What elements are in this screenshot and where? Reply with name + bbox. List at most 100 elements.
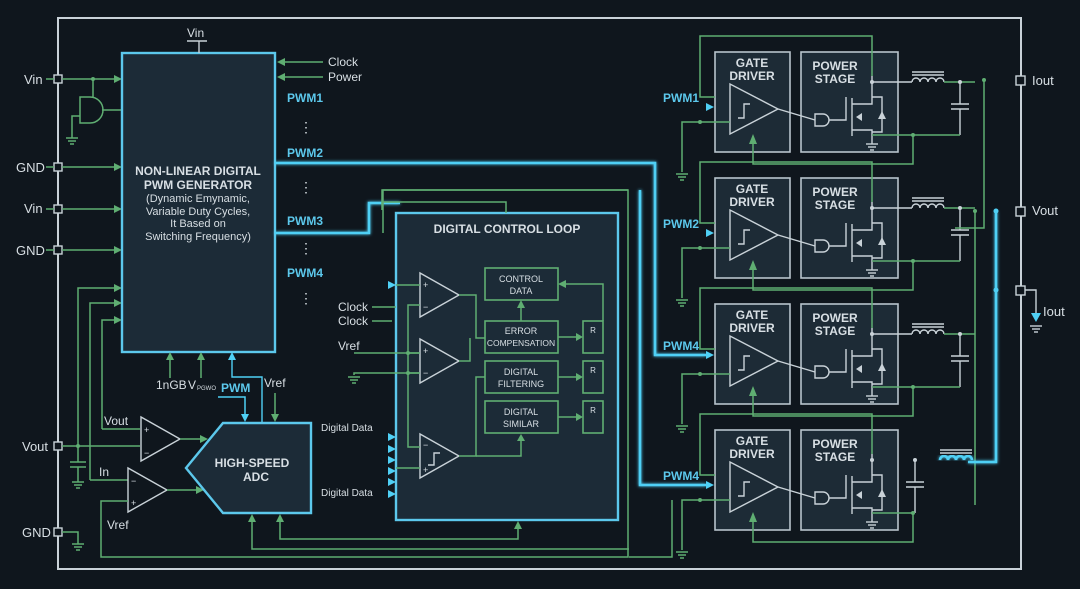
power-stage-label-2: STAGE <box>815 324 855 338</box>
gate-driver-label-2: DRIVER <box>729 69 775 83</box>
control-loop-block[interactable] <box>394 211 620 522</box>
amp-label-vout: Vout <box>104 414 129 428</box>
digital-data-arrow <box>388 456 396 464</box>
loop-top-wire-2 <box>383 201 507 213</box>
control-data-label-2: DATA <box>510 286 533 296</box>
filtering-label-2: FILTERING <box>498 379 544 389</box>
high-speed-adc[interactable]: HIGH-SPEED ADC <box>184 421 313 515</box>
similar-label-1: DIGITAL <box>504 407 538 417</box>
output-network: Iout Vout Iout <box>955 18 1065 569</box>
digital-data-arrow <box>388 478 396 486</box>
digital-data-label-1: Digital Data <box>321 423 373 434</box>
svg-text:−: − <box>423 302 428 312</box>
ellipsis-3: ⋮ <box>299 240 313 256</box>
pin-iout-2[interactable] <box>1015 285 1026 296</box>
ellipsis-2: ⋮ <box>299 179 313 195</box>
pin-vout[interactable] <box>53 441 63 451</box>
pwm-generator-desc-3: It Based on <box>170 218 226 230</box>
gate-driver-label-2: DRIVER <box>729 321 775 335</box>
pin-vin-2[interactable] <box>53 204 63 214</box>
phase-pwm-label: PWM1 <box>663 91 699 105</box>
power-stage-label-1: POWER <box>812 437 858 451</box>
adc-data-buses: Digital Data Digital Data <box>311 423 396 499</box>
phase-pwm-label: PWM2 <box>663 217 699 231</box>
gate-driver-label-1: GATE <box>736 56 768 70</box>
pwm-generator-desc-2: Variable Duty Cycles, <box>146 206 250 218</box>
adc-title-1: HIGH-SPEED <box>215 456 290 470</box>
pin-vout-right[interactable] <box>1015 206 1026 217</box>
ellipsis-4: ⋮ <box>299 290 313 306</box>
ellipsis-1: ⋮ <box>299 119 313 135</box>
gate-driver-label-1: GATE <box>736 434 768 448</box>
phase-pwm-label: PWM4 <box>663 339 699 353</box>
amp-label-vref: Vref <box>107 518 129 532</box>
pwm-side-inputs: Clock Power <box>277 55 362 84</box>
power-stage-label-2: STAGE <box>815 198 855 212</box>
pwm-top-vin-wire <box>187 40 207 53</box>
pin-label-gnd-2: GND <box>16 243 45 258</box>
amp-label-in: In <box>99 465 109 479</box>
and-gate-icon <box>814 491 830 505</box>
digital-data-arrow <box>388 490 396 498</box>
inductor-icon <box>911 203 945 209</box>
and-gate-icon <box>814 239 830 253</box>
pwm-generator-block[interactable] <box>120 51 277 354</box>
pin-label-vin-2: Vin <box>24 201 43 216</box>
svg-text:+: + <box>423 465 428 475</box>
inductor-icon <box>938 454 974 461</box>
driver-amp-icon <box>729 334 780 388</box>
svg-text:+: + <box>423 280 428 290</box>
pwm3-label: PWM3 <box>287 214 323 228</box>
error-comp-label-1: ERROR <box>505 326 538 336</box>
pwm-generator-desc-4: Switching Frequency) <box>145 231 251 243</box>
adc-frontend: Vout + − In − + Vref <box>90 189 629 558</box>
pwm-generator[interactable]: NON-LINEAR DIGITAL PWM GENERATOR (Dynami… <box>120 51 277 354</box>
svg-text:−: − <box>144 448 149 458</box>
loop-top-wire <box>382 189 628 233</box>
pwm-generator-title-1: NON-LINEAR DIGITAL <box>135 164 261 178</box>
digital-control-loop[interactable]: DIGITAL CONTROL LOOP <box>394 211 620 522</box>
power-label: Power <box>328 70 362 84</box>
svg-text:−: − <box>423 368 428 378</box>
control-data-label-1: CONTROL <box>499 274 543 284</box>
digital-data-arrow <box>388 445 396 453</box>
power-stage-label-2: STAGE <box>815 72 855 86</box>
pwm4b-bus <box>638 190 706 487</box>
driver-amp-icon <box>729 82 780 136</box>
left-pins: Vin GND Vin GND Vout GND <box>16 72 63 540</box>
digital-data-arrow <box>388 467 396 475</box>
dcl-clock-2: Clock <box>338 314 369 328</box>
vout-amp-icon <box>140 415 182 463</box>
error-comp-label-2: COMPENSATION <box>487 338 555 348</box>
pin-vin-1[interactable] <box>53 74 63 84</box>
label-pwm-feedback: PWM <box>221 381 250 395</box>
driver-amp-icon <box>729 208 780 262</box>
pwm1-label: PWM1 <box>287 91 323 105</box>
pin-gnd-1[interactable] <box>53 162 63 172</box>
register-3: R <box>590 406 596 415</box>
in-amp-icon <box>127 466 169 514</box>
adc-block[interactable] <box>184 421 313 515</box>
gate-driver-label-1: GATE <box>736 308 768 322</box>
pwm-buses: PWM1 PWM2 PWM3 PWM4 ⋮ ⋮ ⋮ ⋮ <box>275 91 714 489</box>
pin-label-gnd-3: GND <box>22 525 51 540</box>
pin-gnd-3[interactable] <box>53 527 63 537</box>
pin-iout[interactable] <box>1015 75 1026 86</box>
pin-label-gnd-1: GND <box>16 160 45 175</box>
power-stage-label-1: POWER <box>812 59 858 73</box>
pin-gnd-2[interactable] <box>53 245 63 255</box>
similar-label-2: SIMILAR <box>503 419 540 429</box>
pwm-top-vin-label: Vin <box>187 26 204 40</box>
gate-driver-label-2: DRIVER <box>729 195 775 209</box>
pwm3-bus <box>275 201 400 235</box>
clock-label: Clock <box>328 55 359 69</box>
svg-text:−: − <box>131 476 136 486</box>
label-vref-adc: Vref <box>264 376 286 390</box>
power-stage-label-1: POWER <box>812 311 858 325</box>
register-1: R <box>590 326 596 335</box>
